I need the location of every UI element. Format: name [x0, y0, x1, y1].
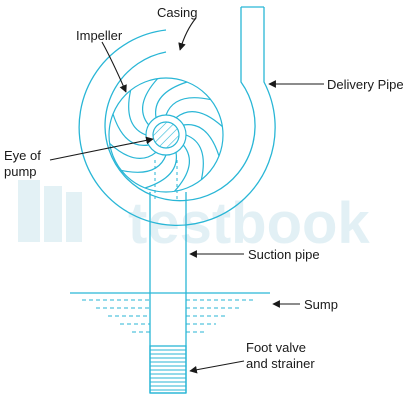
- impeller-vane: [155, 81, 188, 118]
- sump-label: Sump: [304, 297, 338, 312]
- impeller-vanes: [109, 78, 223, 192]
- eye-of-pump-label-line1: Eye of: [4, 148, 41, 163]
- impeller-vane: [183, 124, 220, 157]
- foot-valve-label-line2: and strainer: [246, 356, 315, 371]
- leader-arrows: [49, 17, 324, 374]
- foot-valve-arrow: [189, 360, 245, 374]
- impeller-vane: [144, 152, 177, 189]
- casing-label: Casing: [157, 5, 197, 20]
- shaft-hatched: [152, 121, 180, 149]
- impeller-rim: [108, 77, 224, 193]
- casing-inner-wall: [78, 7, 276, 226]
- casing-arrow: [178, 17, 197, 51]
- eye-of-pump-label-line2: pump: [4, 164, 37, 179]
- impeller-label: Impeller: [76, 28, 123, 43]
- impeller-vane: [112, 113, 149, 146]
- impeller-vane: [185, 134, 204, 180]
- impeller-vane: [175, 110, 223, 128]
- impeller-vane: [141, 78, 159, 126]
- casing: [78, 6, 276, 226]
- watermark-text: testbook: [128, 191, 370, 256]
- impeller-vane: [173, 144, 191, 192]
- impeller: [108, 77, 224, 193]
- impeller-vane: [128, 90, 147, 136]
- impeller-vane: [165, 97, 211, 116]
- suction-pipe-label: Suction pipe: [248, 247, 320, 262]
- sump: [70, 292, 270, 333]
- foot-valve-label-line1: Foot valve: [246, 340, 306, 355]
- impeller-vane: [121, 154, 167, 173]
- foot-valve-strainer: [149, 345, 187, 394]
- casing-outer-wall: [104, 7, 256, 202]
- delivery-pipe-label: Delivery Pipe: [327, 77, 404, 92]
- watermark: testbook: [18, 180, 370, 256]
- eye-of-pump-arrow: [49, 136, 154, 161]
- impeller-arrow: [101, 41, 127, 93]
